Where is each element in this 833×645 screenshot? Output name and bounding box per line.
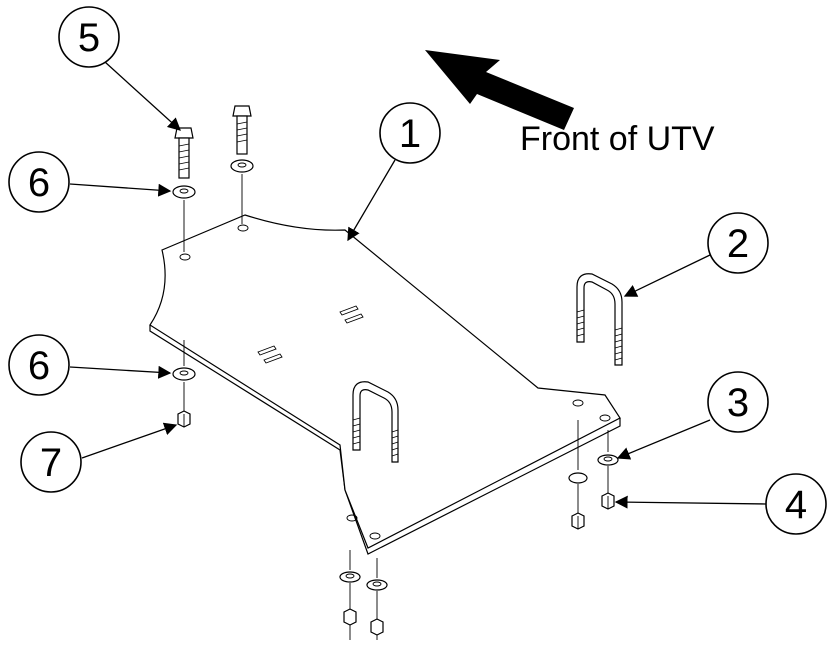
callout-6-top-label: 6 <box>28 161 50 205</box>
callout-7: 7 <box>20 431 82 493</box>
washer-right-a <box>568 420 588 514</box>
front-of-utv-label: Front of UTV <box>520 120 715 158</box>
callout-5: 5 <box>58 6 120 68</box>
callout-1-label: 1 <box>399 112 421 156</box>
callout-2: 2 <box>707 212 769 274</box>
u-bolt-on-plate <box>352 381 399 463</box>
washer-top-left <box>172 185 196 199</box>
callout-4-label: 4 <box>785 483 807 527</box>
skid-plate <box>149 214 621 555</box>
callout-4: 4 <box>765 473 827 535</box>
callout-7-label: 7 <box>40 441 62 485</box>
washer-right-b <box>597 430 619 494</box>
washer-left-under <box>172 340 196 412</box>
leader-lines <box>69 61 767 509</box>
callout-6-bottom-label: 6 <box>28 344 50 388</box>
callout-5-label: 5 <box>78 16 100 60</box>
front-direction-arrow <box>425 50 574 130</box>
nut-right-b <box>601 492 615 510</box>
nut-left <box>177 410 191 428</box>
callout-2-label: 2 <box>727 222 749 266</box>
callout-3: 3 <box>707 371 769 433</box>
washer-bottom-a <box>339 550 361 640</box>
bolt-right <box>232 105 252 224</box>
nut-right-a <box>571 512 585 530</box>
nut-bottom-a <box>343 608 357 626</box>
callout-1: 1 <box>379 102 441 164</box>
callout-3-label: 3 <box>727 381 749 425</box>
callout-6-bottom: 6 <box>8 334 70 396</box>
callout-6-top: 6 <box>8 151 70 213</box>
u-bolt <box>576 273 623 366</box>
washer-top-right <box>230 159 254 173</box>
nut-bottom-b <box>370 618 384 636</box>
